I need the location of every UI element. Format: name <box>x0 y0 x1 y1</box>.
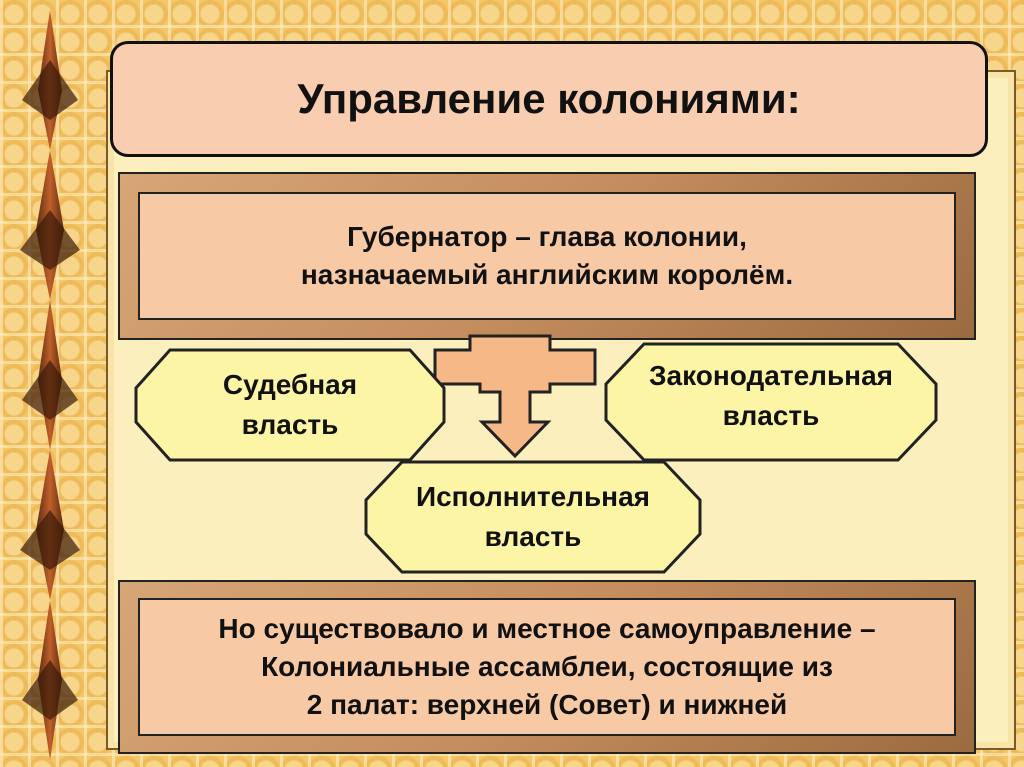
judicial-branch-line-1: Судебная <box>222 369 358 400</box>
judicial-branch-line-2: власть <box>241 409 339 440</box>
governor-line-2: назначаемый английским королём. <box>300 259 794 290</box>
page-title: Управление колониями: <box>297 75 801 122</box>
executive-branch-line-2: власть <box>484 521 582 552</box>
judicial-branch: Судебная власть <box>134 348 446 462</box>
legislative-branch-shape <box>604 342 938 462</box>
executive-branch: Исполнительная власть <box>364 460 702 574</box>
local-line-2: Колониальные ассамблеи, состоящие из <box>261 651 833 682</box>
local-line-1: Но существовало и местное самоуправление… <box>218 613 876 644</box>
title-box: Управление колониями: <box>110 41 988 157</box>
legislative-branch-line-1: Законодательная <box>649 360 893 391</box>
local-government-box: Но существовало и местное самоуправление… <box>138 598 956 736</box>
legislative-branch: Законодательная власть <box>604 336 938 456</box>
executive-branch-line-1: Исполнительная <box>415 481 651 512</box>
branching-arrow <box>433 334 597 459</box>
legislative-branch-line-2: власть <box>722 400 820 431</box>
ornament-border <box>20 10 80 760</box>
governor-line-1: Губернатор – глава колонии, <box>347 221 747 252</box>
executive-branch-shape <box>364 460 702 574</box>
local-line-3: 2 палат: верхней (Совет) и нижней <box>306 689 788 720</box>
judicial-branch-shape <box>134 348 446 462</box>
governor-box: Губернатор – глава колонии, назначаемый … <box>138 192 956 320</box>
